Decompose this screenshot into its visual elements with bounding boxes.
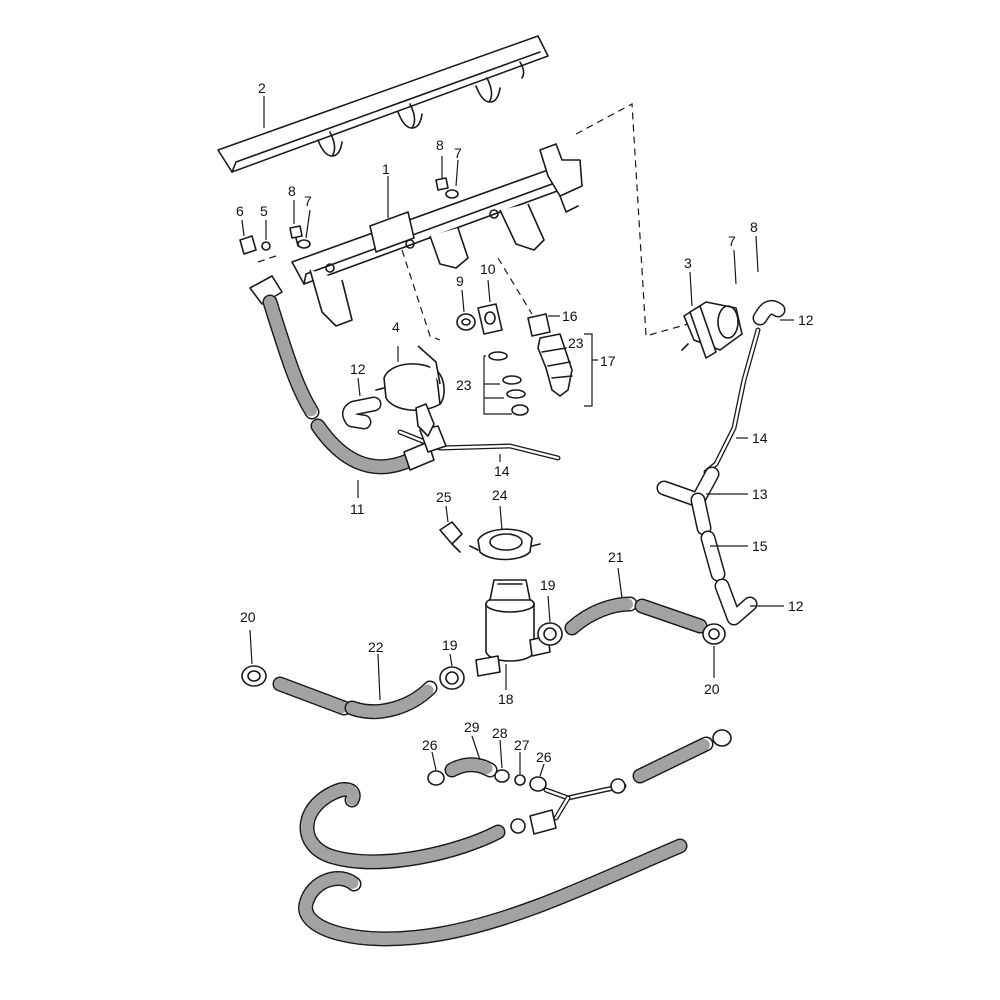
callout-8-right: 8 xyxy=(750,219,758,235)
callout-2: 2 xyxy=(258,80,266,96)
callout-21: 21 xyxy=(608,549,624,565)
callout-7-left: 7 xyxy=(304,193,312,209)
callout-20-left: 20 xyxy=(240,609,256,625)
callout-23-right: 23 xyxy=(568,335,584,351)
part-pressure-regulator-4 xyxy=(375,345,445,437)
callout-17: 17 xyxy=(600,353,616,369)
callout-8-top: 8 xyxy=(436,137,444,153)
callout-19-left: 19 xyxy=(442,637,458,653)
assembly-dashed-lines xyxy=(257,103,689,341)
part-cover-rail xyxy=(217,35,549,173)
callout-24: 24 xyxy=(492,487,508,503)
callout-19-right: 19 xyxy=(540,577,556,593)
callout-9: 9 xyxy=(456,273,464,289)
callout-18: 18 xyxy=(498,691,514,707)
callout-7-top: 7 xyxy=(454,145,462,161)
callout-25: 25 xyxy=(436,489,452,505)
callout-28: 28 xyxy=(492,725,508,741)
callout-23-left: 23 xyxy=(456,377,472,393)
part-fuel-line-14-left xyxy=(397,425,561,461)
callout-14-right: 14 xyxy=(752,430,768,446)
callout-20-right: 20 xyxy=(704,681,720,697)
callout-12-bottom-right: 12 xyxy=(788,598,804,614)
callout-27: 27 xyxy=(514,737,530,753)
callout-22: 22 xyxy=(368,639,384,655)
part-injector-group xyxy=(483,313,598,416)
callout-numbers: 2 1 8 7 6 5 8 7 9 10 3 7 8 12 4 16 23 17… xyxy=(236,80,814,765)
callout-8-left: 8 xyxy=(288,183,296,199)
callout-12-top-right: 12 xyxy=(798,312,814,328)
part-right-line-assembly xyxy=(656,299,786,626)
callout-4: 4 xyxy=(392,319,400,335)
part-fuel-rail xyxy=(291,143,583,327)
callout-26-right: 26 xyxy=(536,749,552,765)
part-elbow-hose-12-left xyxy=(341,396,382,430)
part-fuel-pump-18 xyxy=(475,579,551,677)
callout-3: 3 xyxy=(684,255,692,271)
part-pressure-regulator-3 xyxy=(681,301,743,359)
part-hardware-small xyxy=(239,177,503,335)
part-fuel-hose-11 xyxy=(249,275,435,475)
callout-13: 13 xyxy=(752,486,768,502)
callout-leader-lines xyxy=(241,96,794,777)
callout-6: 6 xyxy=(236,203,244,219)
callout-29: 29 xyxy=(464,719,480,735)
callout-26-left: 26 xyxy=(422,737,438,753)
callout-7-right: 7 xyxy=(728,233,736,249)
callout-16: 16 xyxy=(562,308,578,324)
callout-5: 5 xyxy=(260,203,268,219)
callout-1: 1 xyxy=(382,161,390,177)
callout-14-left: 14 xyxy=(494,463,510,479)
part-hose-clamps-19-20 xyxy=(241,622,726,690)
part-bracket-24-and-valve-25 xyxy=(439,521,541,561)
part-hoses-21-22 xyxy=(272,596,708,719)
callout-12-left: 12 xyxy=(350,361,366,377)
callout-15: 15 xyxy=(752,538,768,554)
callout-10: 10 xyxy=(480,261,496,277)
part-return-line-assembly xyxy=(298,729,732,947)
callout-11: 11 xyxy=(350,501,365,517)
